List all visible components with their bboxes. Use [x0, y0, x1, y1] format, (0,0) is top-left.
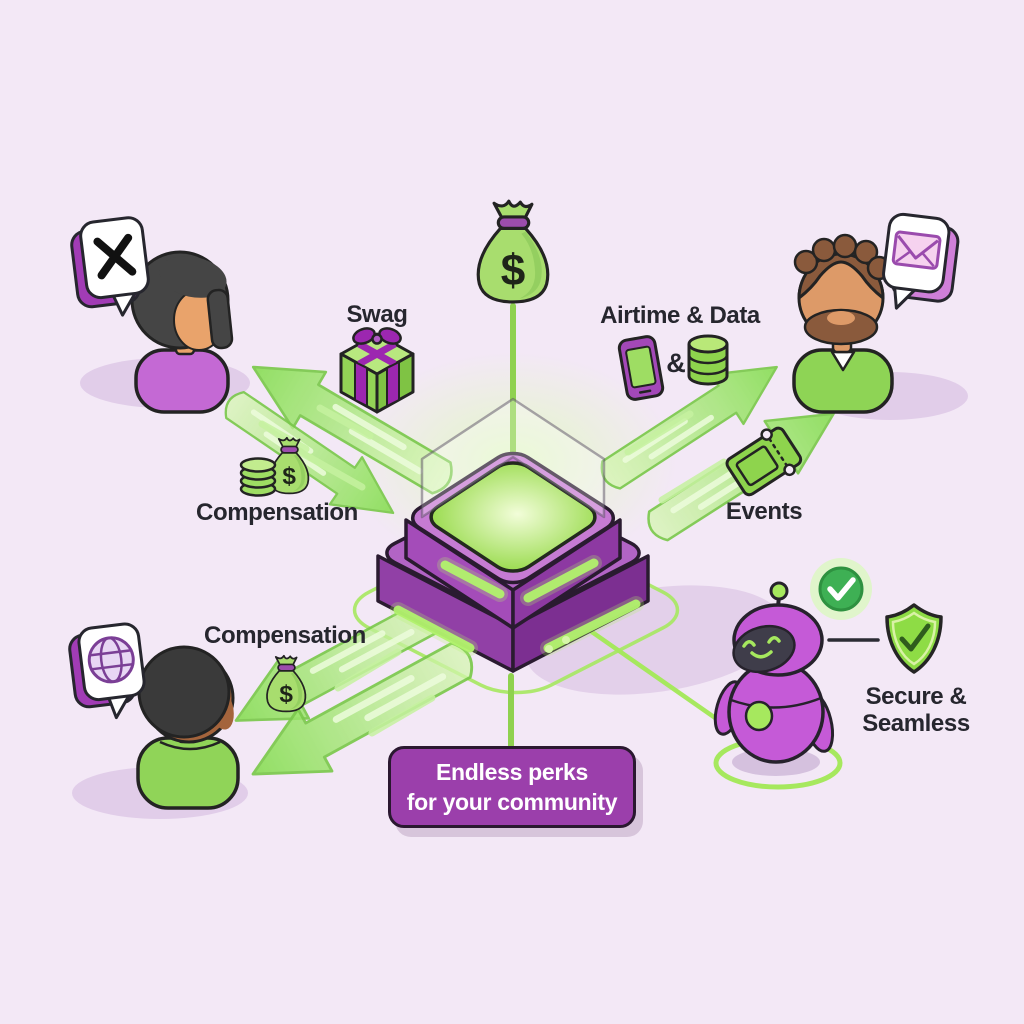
gift-box-icon: [339, 327, 415, 414]
speed-streaks: [258, 404, 728, 737]
coin-stack-icon: [239, 457, 277, 497]
person-top-right: [792, 233, 894, 414]
x-logo-icon: [93, 233, 137, 280]
hub-accent-lights: [390, 555, 644, 656]
banner: Endless perks for your community: [388, 746, 636, 828]
banner-line2: for your community: [406, 789, 618, 815]
person-top-left: [130, 250, 234, 414]
swag-label: Swag: [346, 301, 408, 328]
robot-mascot: [713, 581, 835, 764]
money-bag-icon: [266, 654, 307, 713]
data-stack-icon: [687, 334, 729, 386]
compensation-label-bottom: Compensation: [204, 622, 366, 649]
secure-line2: Seamless: [862, 710, 970, 737]
banner-line1: Endless perks: [435, 759, 589, 785]
globe-icon: [87, 636, 135, 684]
check-circle-icon: [810, 558, 872, 620]
airtime-data-label: Airtime & Data: [600, 302, 760, 329]
robot-face: [742, 636, 781, 659]
compensation-label-left: Compensation: [196, 499, 358, 526]
secure-seamless-label: Secure & Seamless: [862, 683, 970, 737]
money-bag-icon: [476, 199, 550, 304]
smartphone-icon: [617, 335, 665, 401]
shield-check-icon: [885, 603, 943, 674]
person-bottom-left: [136, 645, 240, 810]
x-speech-bubble: [70, 216, 150, 317]
central-hub: [376, 397, 650, 673]
envelope-icon: [891, 230, 942, 270]
hub-glass-panel: [420, 397, 606, 519]
email-speech-bubble: [882, 212, 960, 310]
ampersand: &: [666, 348, 686, 378]
secure-line1: Secure &: [865, 683, 967, 710]
ticket-icon: [725, 426, 803, 497]
events-label: Events: [725, 498, 803, 525]
globe-speech-bubble: [68, 622, 146, 720]
